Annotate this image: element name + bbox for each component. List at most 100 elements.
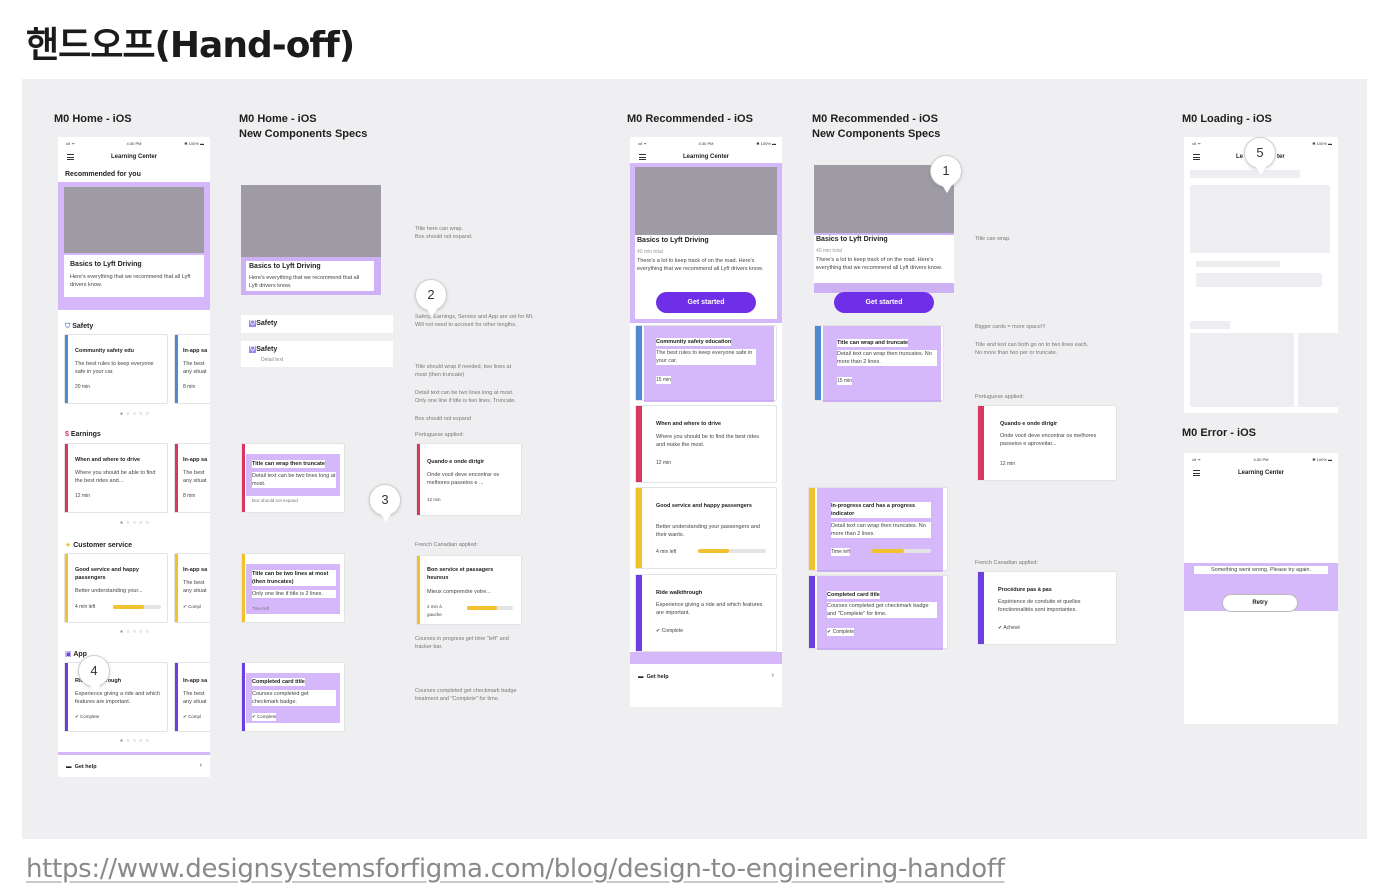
rec-card-app[interactable]: Ride walkthrough Experience giving a rid…: [635, 574, 777, 652]
hero-image: [64, 187, 204, 253]
app-bar: Learning Center: [58, 149, 210, 165]
rec-card-earnings[interactable]: When and where to drive Where you should…: [635, 405, 777, 483]
shield-icon: ⛉: [65, 323, 71, 330]
frame-title-home-specs: M0 Home - iOS New Components Specs: [239, 113, 368, 140]
shield-icon: ⛉: [249, 320, 257, 327]
frame-title-recommended: M0 Recommended - iOS: [627, 113, 753, 125]
check-icon: ✔: [252, 714, 256, 719]
menu-icon[interactable]: [1193, 470, 1200, 476]
pager-dots[interactable]: ● ○ ○ ○ ○: [120, 629, 150, 635]
pager-dots[interactable]: ● ○ ○ ○ ○: [120, 411, 150, 417]
spec-note: Safety, Earnings, Service and App are se…: [415, 314, 534, 328]
hero-card[interactable]: Basics to Lyft Driving Here's everything…: [64, 255, 204, 297]
spec-get-started-button: Get started: [834, 292, 934, 313]
skeleton-line: [1190, 321, 1230, 329]
dollar-icon: $: [65, 431, 69, 438]
comment-pin[interactable]: 3: [369, 484, 401, 522]
section-earnings-peek-card[interactable]: In-app sa The best any situat 8 min: [174, 443, 210, 513]
app-bar: Le ter: [1184, 149, 1338, 165]
spec-card-progress: In-progress card has a progress indicato…: [808, 487, 948, 572]
spec-card-french: Bon service et passagers heureux Mieux c…: [416, 555, 522, 625]
skeleton-line: [1196, 261, 1280, 267]
help-icon: ▬: [66, 764, 72, 770]
section-app-peek-card[interactable]: In-app sa The best any situat ✔ Compl: [174, 662, 210, 732]
comment-pin[interactable]: 1: [930, 155, 962, 193]
comment-pin[interactable]: 2: [415, 279, 447, 317]
spec-note: Detail text can be two lines long at mos…: [415, 390, 516, 404]
check-icon: ✔: [827, 629, 832, 635]
recommended-label: Recommended for you: [65, 171, 141, 178]
spec-note: Box should not expand: [415, 416, 471, 422]
comment-pin[interactable]: 5: [1244, 137, 1276, 175]
comment-pin[interactable]: 4: [78, 655, 110, 693]
rec-card-safety[interactable]: Community safety education The best rule…: [635, 325, 777, 402]
section-safety-card[interactable]: Community safety edu The best rules to k…: [64, 334, 168, 404]
skeleton-card: [1298, 333, 1338, 407]
spec-note: Title and text can both go on to two lin…: [975, 342, 1089, 356]
rec-card-customer-service[interactable]: Good service and happy passengers Better…: [635, 487, 777, 569]
spec-note: Title should wrap if needed, two lines a…: [415, 364, 512, 378]
star-icon: ★: [65, 542, 72, 549]
spec-note: Title can wrap.: [975, 236, 1011, 242]
section-customer-service-label: ★ Customer service: [65, 542, 132, 549]
skeleton-line: [1190, 170, 1300, 178]
error-screen: •ıll ᯤ 4:30 PM ✱ 100% ▬ Learning Center …: [1184, 453, 1338, 724]
help-icon: ▬: [638, 674, 644, 680]
spec-card-title-wrap: Title can wrap then truncate Detail text…: [241, 443, 345, 513]
shield-icon: ⛉: [249, 346, 257, 353]
status-bar: •ıll ᯤ 4:30 PM ✱ 100% ▬: [638, 141, 776, 146]
section-customer-service-peek-card[interactable]: In-app sa The best any situat ✔ Compl: [174, 553, 210, 623]
status-bar: •ıll ᯤ 4:30 PM ✱ 100% ▬: [66, 141, 204, 146]
get-help-row[interactable]: ▬ Get help ›: [58, 757, 210, 777]
spec-hero-card: Basics to Lyft Driving 40 min total Ther…: [814, 235, 954, 283]
check-icon: ✔: [998, 625, 1003, 631]
figma-canvas: M0 Home - iOS •ıll ᯤ 4:30 PM ✱ 100% ▬ Le…: [22, 79, 1367, 839]
pager-dots[interactable]: ● ○ ○ ○ ○: [120, 738, 150, 744]
spec-card-two-lines: Title can be two lines at most (then tru…: [241, 553, 345, 623]
phone-icon: ▣: [65, 651, 72, 658]
spec-card-completed: Completed card title Courses completed g…: [241, 662, 345, 732]
app-title: Learning Center: [110, 154, 157, 160]
spec-card-completed: Completed card title Courses completed g…: [808, 575, 948, 650]
check-icon: ✔: [183, 604, 187, 609]
app-bar: Learning Center: [630, 149, 782, 165]
error-message: Something went wrong. Please try again.: [1194, 566, 1328, 574]
check-icon: ✔: [656, 628, 661, 634]
spec-note: Title here can wrap. Box should not expa…: [415, 226, 473, 240]
spec-note: Courses in progress get time "left" and …: [415, 636, 509, 650]
progress-bar: [113, 605, 161, 609]
get-started-button[interactable]: Get started: [656, 292, 756, 313]
source-link[interactable]: https://www.designsystemsforfigma.com/bl…: [26, 854, 1005, 884]
spec-note: Portuguese applied:: [975, 394, 1024, 400]
spec-hero-image: [241, 185, 381, 257]
pager-dots[interactable]: ● ○ ○ ○ ○: [120, 520, 150, 526]
retry-button[interactable]: Retry: [1222, 594, 1298, 612]
menu-icon[interactable]: [639, 154, 646, 160]
spec-note: French Canadian applied:: [975, 560, 1038, 566]
section-customer-service-card[interactable]: Good service and happy passengers Better…: [64, 553, 168, 623]
section-earnings-label: $ Earnings: [65, 431, 101, 438]
menu-icon[interactable]: [67, 154, 74, 160]
get-help-row[interactable]: ▬ Get help ›: [630, 667, 782, 687]
frame-title-error: M0 Error - iOS: [1182, 427, 1256, 439]
spec-note: French Canadian applied:: [415, 542, 478, 548]
progress-bar: [871, 549, 931, 553]
section-safety-peek-card[interactable]: In-app sa The best any situat 8 min: [174, 334, 210, 404]
section-app-label: ▣ App: [65, 651, 87, 658]
menu-icon[interactable]: [1193, 154, 1200, 160]
frame-title-loading: M0 Loading - iOS: [1182, 113, 1272, 125]
section-safety-label: ⛉ Safety: [65, 323, 94, 330]
frame-title-recommended-specs: M0 Recommended - iOS New Components Spec…: [812, 113, 941, 140]
frame-title-home: M0 Home - iOS: [54, 113, 132, 125]
recommended-screen: •ıll ᯤ 4:30 PM ✱ 100% ▬ Learning Center …: [630, 137, 782, 707]
spec-card-portuguese: Quando e onde dirigir Onde você deve enc…: [977, 405, 1117, 481]
check-icon: ✔: [75, 714, 79, 719]
spec-note: Portuguese applied:: [415, 432, 464, 438]
section-earnings-card[interactable]: When and where to drive Where you should…: [64, 443, 168, 513]
app-bar: Learning Center: [1184, 465, 1338, 481]
spec-note: Bigger cards = more space!!!: [975, 324, 1046, 330]
chevron-right-icon: ›: [199, 762, 202, 769]
spec-card-wrap-truncate: Title can wrap and truncate Detail text …: [814, 325, 944, 402]
hero-image: [635, 167, 777, 235]
spec-hero-card: Basics to Lyft Driving Here's everything…: [246, 261, 374, 291]
